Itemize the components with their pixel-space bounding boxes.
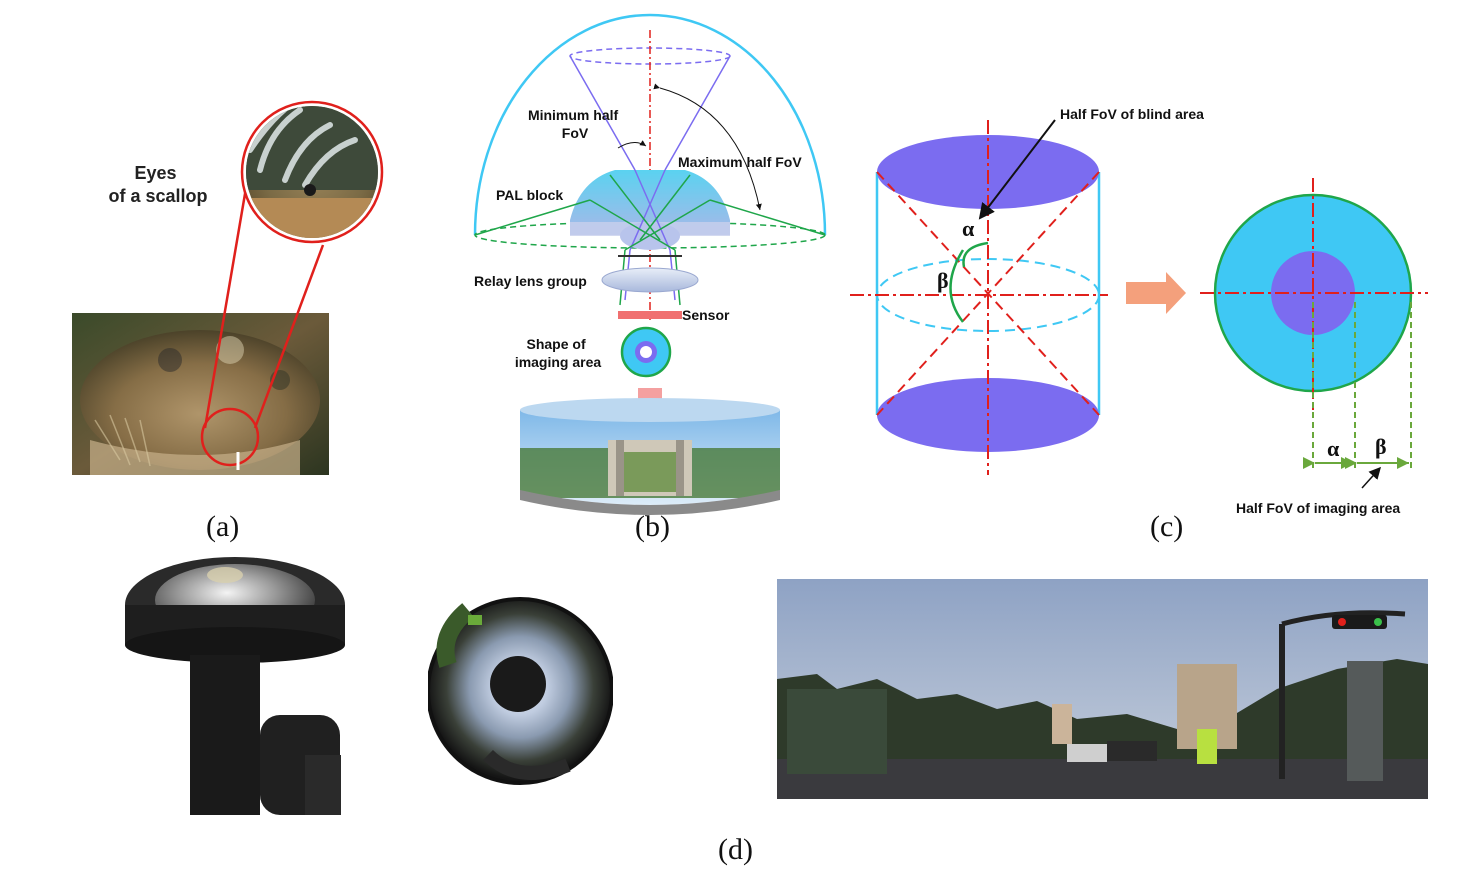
alpha-label: α (962, 216, 975, 241)
relay-lens-group (601, 267, 699, 293)
half-fov-blind-label: Half FoV of blind area (1060, 106, 1204, 122)
caption-a: (a) (206, 510, 240, 543)
panel-c-diagram: α β Half FoV of blind area α β Half FoV … (850, 106, 1428, 516)
imaging-area-label: Shape of imaging area (515, 336, 602, 370)
sensor (618, 311, 682, 319)
panel-b-diagram: Minimum half FoV Maximum half FoV PAL bl… (473, 13, 827, 515)
maximum-half-fov-label: Maximum half FoV (678, 154, 802, 170)
sensor-label: Sensor (682, 307, 730, 323)
half-fov-imaging-label: Half FoV of imaging area (1236, 500, 1400, 516)
panel-a-figure: Eyes of a scallop (72, 100, 384, 475)
minimum-half-fov-label: Minimum half FoV (528, 107, 622, 141)
beta-label: β (937, 268, 949, 293)
panel-d: (d) (0, 555, 1481, 885)
alpha-dim-label: α (1327, 436, 1340, 461)
scallop-eye-1 (304, 184, 316, 196)
beta-dim-label: β (1375, 434, 1387, 459)
panel-a: Eyes of a scallop (a) (0, 0, 400, 560)
annular-image (428, 597, 613, 785)
eyes-label: Eyes of a scallop (108, 163, 207, 206)
eye-highlight-circle (200, 407, 260, 467)
caption-c: (c) (1150, 510, 1184, 543)
caption-b: (b) (635, 510, 670, 543)
panel-c: α β Half FoV of blind area α β Half FoV … (850, 90, 1481, 560)
pal-lens-photo (125, 557, 345, 815)
fov-dome (473, 13, 827, 236)
relay-lens-label: Relay lens group (474, 273, 587, 289)
pal-block-label: PAL block (496, 187, 563, 203)
unwrapped-panorama (777, 579, 1428, 799)
panel-b: Minimum half FoV Maximum half FoV PAL bl… (450, 0, 850, 560)
caption-d: (d) (718, 833, 753, 866)
right-arrow-icon (1126, 272, 1186, 314)
